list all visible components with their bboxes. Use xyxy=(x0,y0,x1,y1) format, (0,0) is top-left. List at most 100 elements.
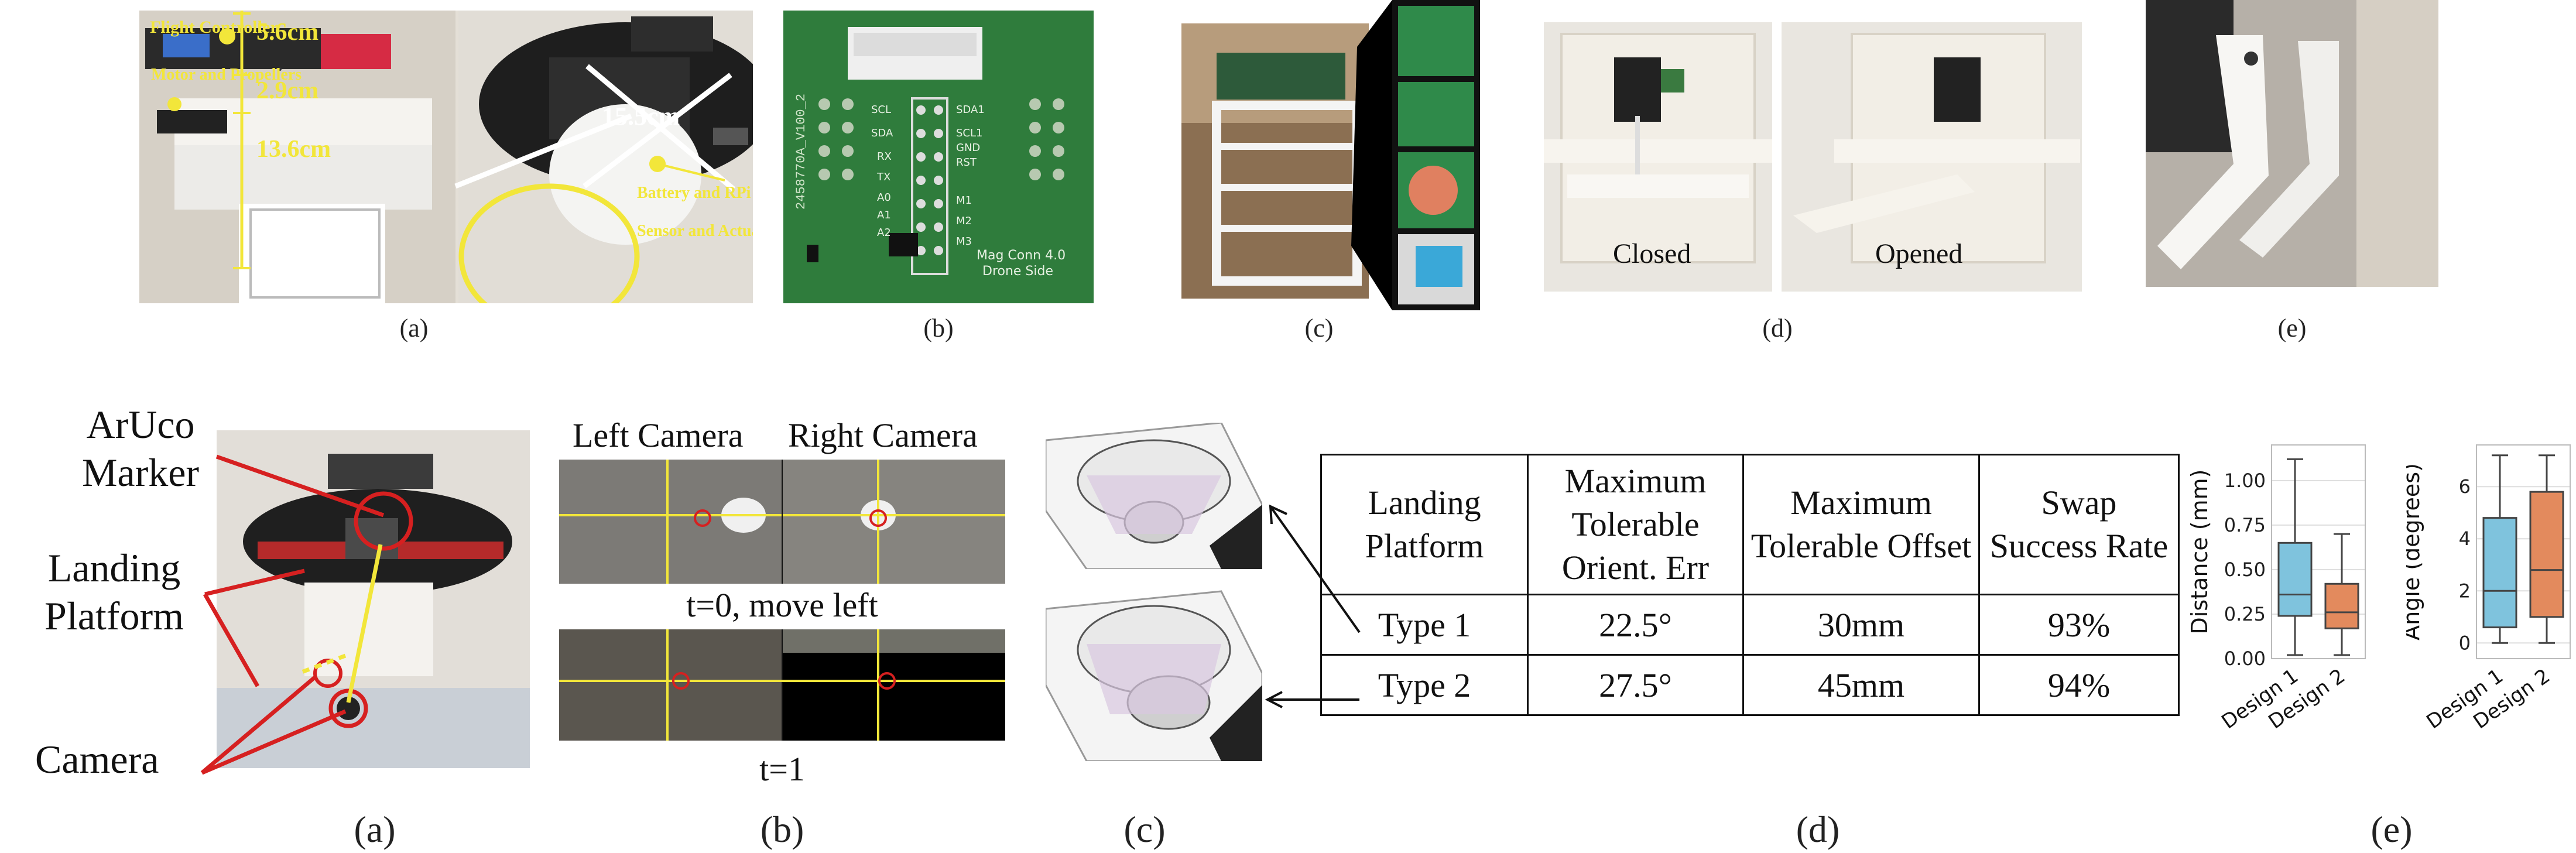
table-cell: 27.5° xyxy=(1527,654,1744,716)
pcb-pin-left-1: SCL xyxy=(871,104,891,116)
actuator-closed xyxy=(1544,33,1772,263)
pcb-pin-right-4: RST xyxy=(956,156,977,169)
fig-bottom-c-type1 xyxy=(1046,423,1262,569)
fig-top-d-opened: Opened xyxy=(1782,22,2082,292)
label-camera: Camera xyxy=(35,737,159,782)
table-row: Type 2 27.5° 45mm 94% xyxy=(1320,654,2180,716)
table-header-cell: Maximum Tolerable Offset xyxy=(1742,454,1980,595)
caption-bottom-c: (c) xyxy=(1123,809,1166,850)
table-header-cell: Maximum Tolerable Orient. Err xyxy=(1527,454,1744,595)
label-5-6cm: 5.6cm xyxy=(256,19,318,46)
table-row: Type 1 22.5° 30mm 93% xyxy=(1320,594,2180,656)
label-battery-rpi: Battery and RPi xyxy=(637,184,751,202)
actuator-opened xyxy=(1793,33,2080,263)
table-header-cell: Swap Success Rate xyxy=(1978,454,2180,595)
iqr-box xyxy=(2482,517,2517,629)
y-tick-label: 0.00 xyxy=(2224,648,2266,670)
label-landing-platform: Landing Platform xyxy=(44,546,184,638)
fig-bottom-a-labels: ArUco Marker Landing Platform Camera xyxy=(0,375,211,785)
gripper-arm xyxy=(2146,0,2438,287)
fig-top-e-photo xyxy=(2146,0,2438,287)
y-tick-label: 0.75 xyxy=(2224,514,2266,536)
y-axis-label: Angle (degrees) xyxy=(2406,463,2424,640)
label-closed: Closed xyxy=(1613,238,1691,269)
y-tick-label: 4 xyxy=(2459,527,2471,550)
table-header-row: Landing Platform Maximum Tolerable Orien… xyxy=(1320,454,2180,595)
box-1 xyxy=(2277,458,2313,656)
caption-top-d: (d) xyxy=(1762,314,1793,342)
label-13-6cm: 13.6cm xyxy=(256,136,331,163)
pcb-pin-right-5: M1 xyxy=(956,194,972,207)
drone-diagram: Flight Controller 5.6cm Motor and Propel… xyxy=(139,11,753,303)
table-cell: 45mm xyxy=(1742,654,1980,716)
pcb-subtitle: Drone Side xyxy=(982,264,1053,279)
fig-bottom-c-type2 xyxy=(1046,585,1262,761)
platform-type-1-render xyxy=(1046,423,1262,569)
y-tick-label: 6 xyxy=(2459,475,2471,498)
table-cell: 94% xyxy=(1978,654,2180,716)
y-tick-label: 0.25 xyxy=(2224,603,2266,625)
pcb-pin-right-3: GND xyxy=(956,142,980,154)
table-cell: 93% xyxy=(1978,594,2180,656)
label-aruco-marker: ArUco Marker xyxy=(81,402,200,495)
attachment-highlight xyxy=(458,183,640,303)
box-1 xyxy=(2482,454,2517,644)
fig-bottom-a-annotations xyxy=(200,454,413,775)
label-15-5cm: 15.5cm xyxy=(602,102,680,131)
table-cell: Type 2 xyxy=(1320,654,1529,716)
label-right-camera: Right Camera xyxy=(788,416,978,454)
pcb-pin-left-6: A1 xyxy=(877,209,891,221)
table-header-cell: Landing Platform xyxy=(1320,454,1529,595)
plot-frame xyxy=(2476,444,2571,659)
y-axis-label: Distance (mm) xyxy=(2190,470,2212,635)
label-motor-propellers: Motor and Propellers xyxy=(151,66,302,84)
y-tick-label: 1.00 xyxy=(2224,470,2266,492)
pcb-pin-right-1: SDA1 xyxy=(956,104,985,116)
pcb-pin-right-2: SCL1 xyxy=(956,127,982,139)
label-sensor-actuator: Sensor and Actuator Attachment xyxy=(637,222,753,240)
caption-top-e: (e) xyxy=(2277,314,2307,342)
label-2-9cm: 2.9cm xyxy=(256,77,318,104)
y-tick-label: 0 xyxy=(2459,632,2471,654)
pcb-board: 2458770A_V100_2 SCL SDA RX TX A0 A1 A2 S… xyxy=(783,11,1094,303)
platform-type-2-render xyxy=(1046,590,1262,761)
iqr-box xyxy=(2324,583,2359,629)
label-opened: Opened xyxy=(1875,238,1963,269)
fig-top-c-photo xyxy=(1181,0,1480,310)
iqr-box xyxy=(2277,542,2313,617)
label-left-camera: Left Camera xyxy=(573,416,744,454)
iqr-box xyxy=(2529,491,2564,618)
fig-top-a-photo: Flight Controller 5.6cm Motor and Propel… xyxy=(139,11,753,303)
sensor-attachment-diagram xyxy=(1181,0,1480,310)
caption-bottom-a: (a) xyxy=(354,809,396,850)
caption-bottom-d: (d) xyxy=(1796,809,1840,850)
caption-top-c: (c) xyxy=(1304,314,1334,342)
caption-bottom-e: (e) xyxy=(2371,809,2413,850)
label-t0: t=0, move left xyxy=(686,586,878,624)
fig-top-b-pcb: 2458770A_V100_2 SCL SDA RX TX A0 A1 A2 S… xyxy=(783,11,1094,303)
box-2 xyxy=(2529,454,2564,644)
table-cell: 22.5° xyxy=(1527,594,1744,656)
pcb-pin-left-5: A0 xyxy=(877,191,891,204)
pcb-pin-left-3: RX xyxy=(877,150,892,163)
pcb-pin-left-2: SDA xyxy=(871,127,893,139)
pcb-title: Mag Conn 4.0 xyxy=(977,248,1066,263)
table-cell: Type 1 xyxy=(1320,594,1529,656)
fig-bottom-b-frames xyxy=(559,460,1005,741)
fig-top-d-closed: Closed xyxy=(1544,22,1772,292)
y-tick-label: 2 xyxy=(2459,580,2471,602)
caption-top-a: (a) xyxy=(399,314,429,342)
table-cell: 30mm xyxy=(1742,594,1980,656)
pcb-pin-left-7: A2 xyxy=(877,227,891,239)
plot-frame xyxy=(2271,444,2366,659)
pcb-pin-right-6: M2 xyxy=(956,215,972,227)
box-2 xyxy=(2324,533,2359,656)
label-t1: t=1 xyxy=(759,750,805,788)
y-tick-label: 0.50 xyxy=(2224,559,2266,581)
pcb-pin-left-4: TX xyxy=(876,171,890,183)
caption-top-b: (b) xyxy=(923,314,954,342)
pcb-pin-right-7: M3 xyxy=(956,235,972,248)
results-table: Landing Platform Maximum Tolerable Orien… xyxy=(1320,454,2180,716)
